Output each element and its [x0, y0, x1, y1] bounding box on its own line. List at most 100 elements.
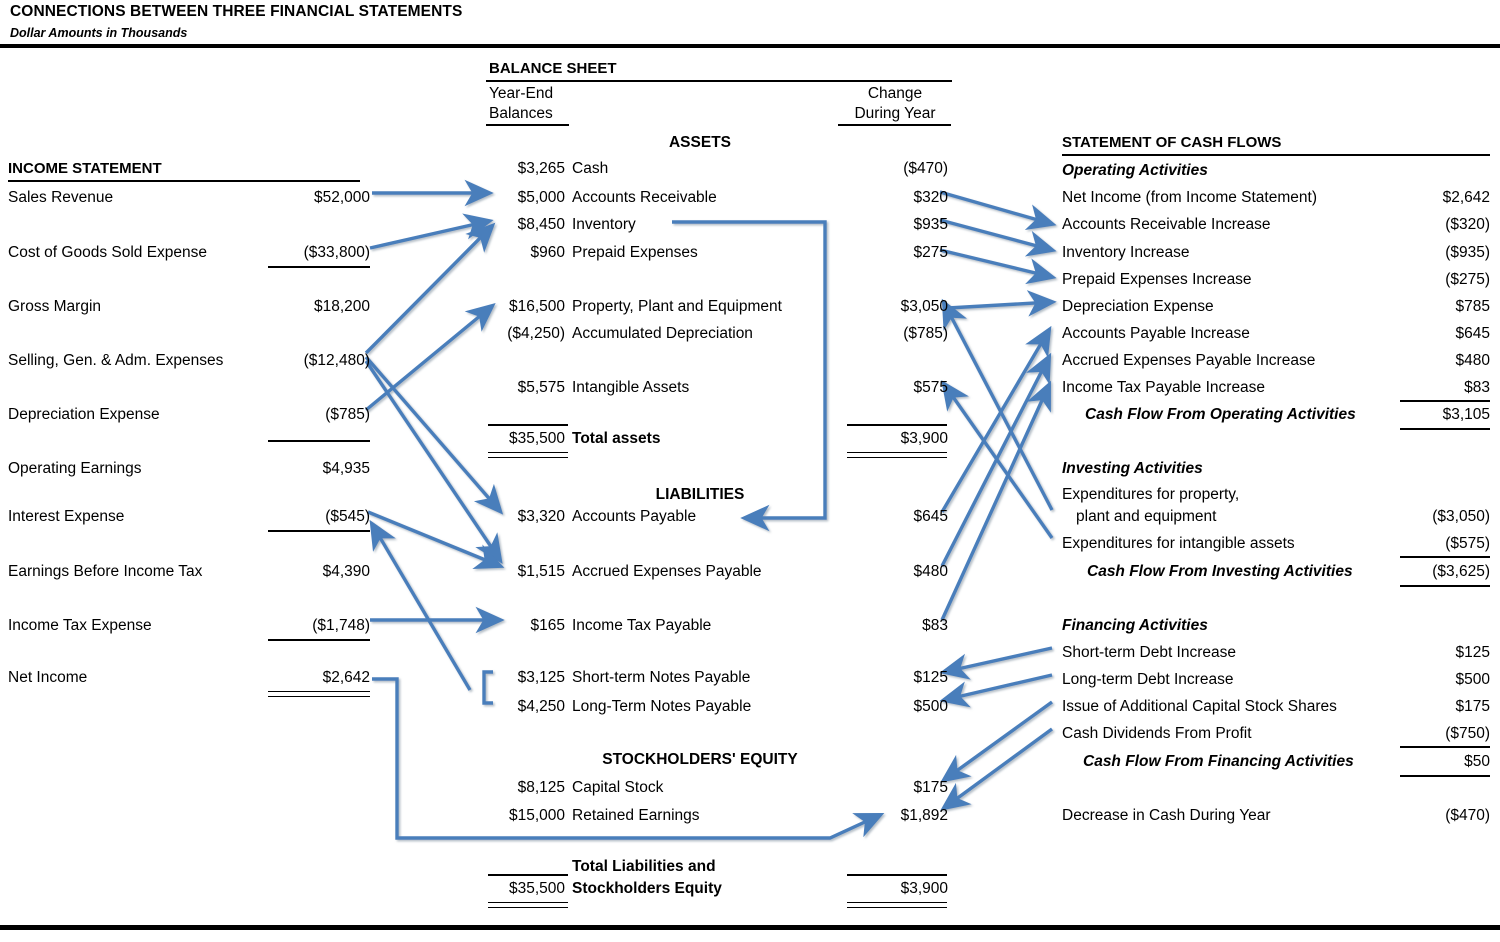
liabilities-heading: LIABILITIES — [655, 486, 745, 503]
asset-change: ($785) — [903, 325, 948, 342]
change-column-header: Change — [867, 85, 923, 102]
total-assets-change: $3,900 — [900, 430, 948, 447]
header-divider — [0, 44, 1500, 48]
equity-balance: $15,000 — [508, 807, 565, 824]
asset-balance: $8,450 — [517, 216, 565, 233]
total-liab-equity-change: $3,900 — [900, 880, 948, 897]
income-row-label: Interest Expense — [8, 508, 125, 525]
income-row-label: Income Tax Expense — [8, 617, 152, 634]
income-row-label: Earnings Before Income Tax — [8, 563, 203, 580]
income-row-value: ($545) — [325, 508, 370, 525]
operating-row-label: Net Income (from Income Statement) — [1062, 189, 1317, 206]
arrow-inventory-to-accounts-payable — [672, 220, 827, 532]
total-assets-label: Total assets — [572, 430, 661, 447]
balance-column-header: Balances — [489, 105, 553, 122]
income-subtotal-rule — [268, 440, 370, 442]
liability-change: $645 — [913, 508, 948, 525]
income-statement-heading: INCOME STATEMENT — [8, 160, 162, 177]
total-assets-change-rule — [847, 424, 947, 426]
arrow-cf-ppe-to-change — [941, 298, 1054, 511]
liability-label: Short-term Notes Payable — [572, 669, 751, 686]
operating-total-value: $3,105 — [1442, 406, 1490, 423]
operating-row-label: Accounts Receivable Increase — [1062, 216, 1271, 233]
liability-balance: $165 — [530, 617, 565, 634]
arrow-cf-ltdebt-to-change — [939, 673, 1053, 708]
income-subtotal-rule — [268, 266, 370, 268]
financing-row-value: ($750) — [1445, 725, 1490, 742]
asset-change: $3,050 — [900, 298, 948, 315]
liability-label: Income Tax Payable — [572, 617, 712, 634]
asset-balance: $960 — [530, 244, 565, 261]
income-row-value: $18,200 — [313, 298, 370, 315]
equity-change: $175 — [913, 779, 948, 796]
operating-row-value: $785 — [1455, 298, 1490, 315]
investing-total-value: ($3,625) — [1432, 563, 1490, 580]
liability-change: $480 — [913, 563, 948, 580]
equity-heading: STOCKHOLDERS' EQUITY — [602, 751, 798, 768]
operating-row-value: $83 — [1464, 379, 1490, 396]
balance-sheet-heading-rule — [486, 80, 952, 82]
income-subtotal-rule — [268, 530, 370, 532]
total-liab-equity-rule — [488, 874, 568, 876]
asset-change: $320 — [913, 189, 948, 206]
income-row-label: Cost of Goods Sold Expense — [8, 244, 208, 261]
financing-total-value: $50 — [1464, 753, 1490, 770]
operating-total-underline — [1400, 428, 1490, 430]
equity-label: Retained Earnings — [572, 807, 700, 824]
financing-row-label: Issue of Additional Capital Stock Shares — [1062, 698, 1337, 715]
page-title: CONNECTIONS BETWEEN THREE FINANCIAL STAT… — [10, 3, 463, 20]
investing-activities-heading: Investing Activities — [1062, 460, 1203, 477]
financing-row-label: Short-term Debt Increase — [1062, 644, 1237, 661]
asset-label: Property, Plant and Equipment — [572, 298, 782, 315]
asset-change: $575 — [913, 379, 948, 396]
total-assets-balance: $35,500 — [508, 430, 565, 447]
income-row-label: Gross Margin — [8, 298, 102, 315]
financing-activities-heading: Financing Activities — [1062, 617, 1208, 634]
investing-row-label: Expenditures for intangible assets — [1062, 535, 1295, 552]
income-row-value: ($785) — [325, 406, 370, 423]
liability-label: Long-Term Notes Payable — [572, 698, 752, 715]
net-change-label: Decrease in Cash During Year — [1062, 807, 1271, 824]
arrow-cf-stock-to-change — [940, 700, 1053, 783]
asset-label: Prepaid Expenses — [572, 244, 698, 261]
asset-balance: $3,265 — [517, 160, 565, 177]
page-subtitle: Dollar Amounts in Thousands — [10, 26, 188, 40]
arrow-notes-to-interest — [369, 519, 472, 691]
total-assets-rule — [488, 424, 568, 426]
asset-label: Accumulated Depreciation — [572, 325, 753, 342]
change-column-header: During Year — [854, 105, 936, 122]
income-row-value: ($33,800) — [303, 244, 370, 261]
arrow-ap-change-to-cf — [940, 325, 1052, 513]
asset-label: Intangible Assets — [572, 379, 690, 396]
operating-total-label: Cash Flow From Operating Activities — [1085, 406, 1356, 423]
arrow-cf-dividends-to-change — [940, 727, 1054, 811]
asset-balance: $5,000 — [517, 189, 565, 206]
operating-row-label: Income Tax Payable Increase — [1062, 379, 1266, 396]
total-liab-equity-balance: $35,500 — [508, 880, 565, 897]
income-row-label: Selling, Gen. & Adm. Expenses — [8, 352, 224, 369]
liability-label: Accounts Payable — [572, 508, 697, 525]
liability-label: Accrued Expenses Payable — [572, 563, 762, 580]
net-change-value: ($470) — [1445, 807, 1490, 824]
investing-row-value: ($3,050) — [1432, 508, 1490, 525]
asset-change: $275 — [913, 244, 948, 261]
total-assets-change-double-rule — [847, 452, 947, 458]
assets-heading: ASSETS — [668, 134, 731, 151]
investing-row-label-cont: plant and equipment — [1076, 508, 1217, 525]
income-row-label: Sales Revenue — [8, 189, 114, 206]
financing-row-value: $500 — [1455, 671, 1490, 688]
investing-total-label: Cash Flow From Investing Activities — [1087, 563, 1353, 580]
operating-row-value: ($935) — [1445, 244, 1490, 261]
income-row-value: $4,390 — [322, 563, 370, 580]
financing-row-label: Long-term Debt Increase — [1062, 671, 1234, 688]
financing-total-label: Cash Flow From Financing Activities — [1083, 753, 1354, 770]
liability-balance: $1,515 — [517, 563, 565, 580]
total-liab-equity-change-double-rule — [847, 902, 947, 908]
income-row-value: ($1,748) — [312, 617, 370, 634]
operating-row-value: $2,642 — [1442, 189, 1490, 206]
total-assets-double-rule — [488, 452, 568, 458]
financing-total-underline — [1400, 775, 1490, 777]
operating-row-value: ($275) — [1445, 271, 1490, 288]
change-column-rule — [838, 124, 951, 126]
